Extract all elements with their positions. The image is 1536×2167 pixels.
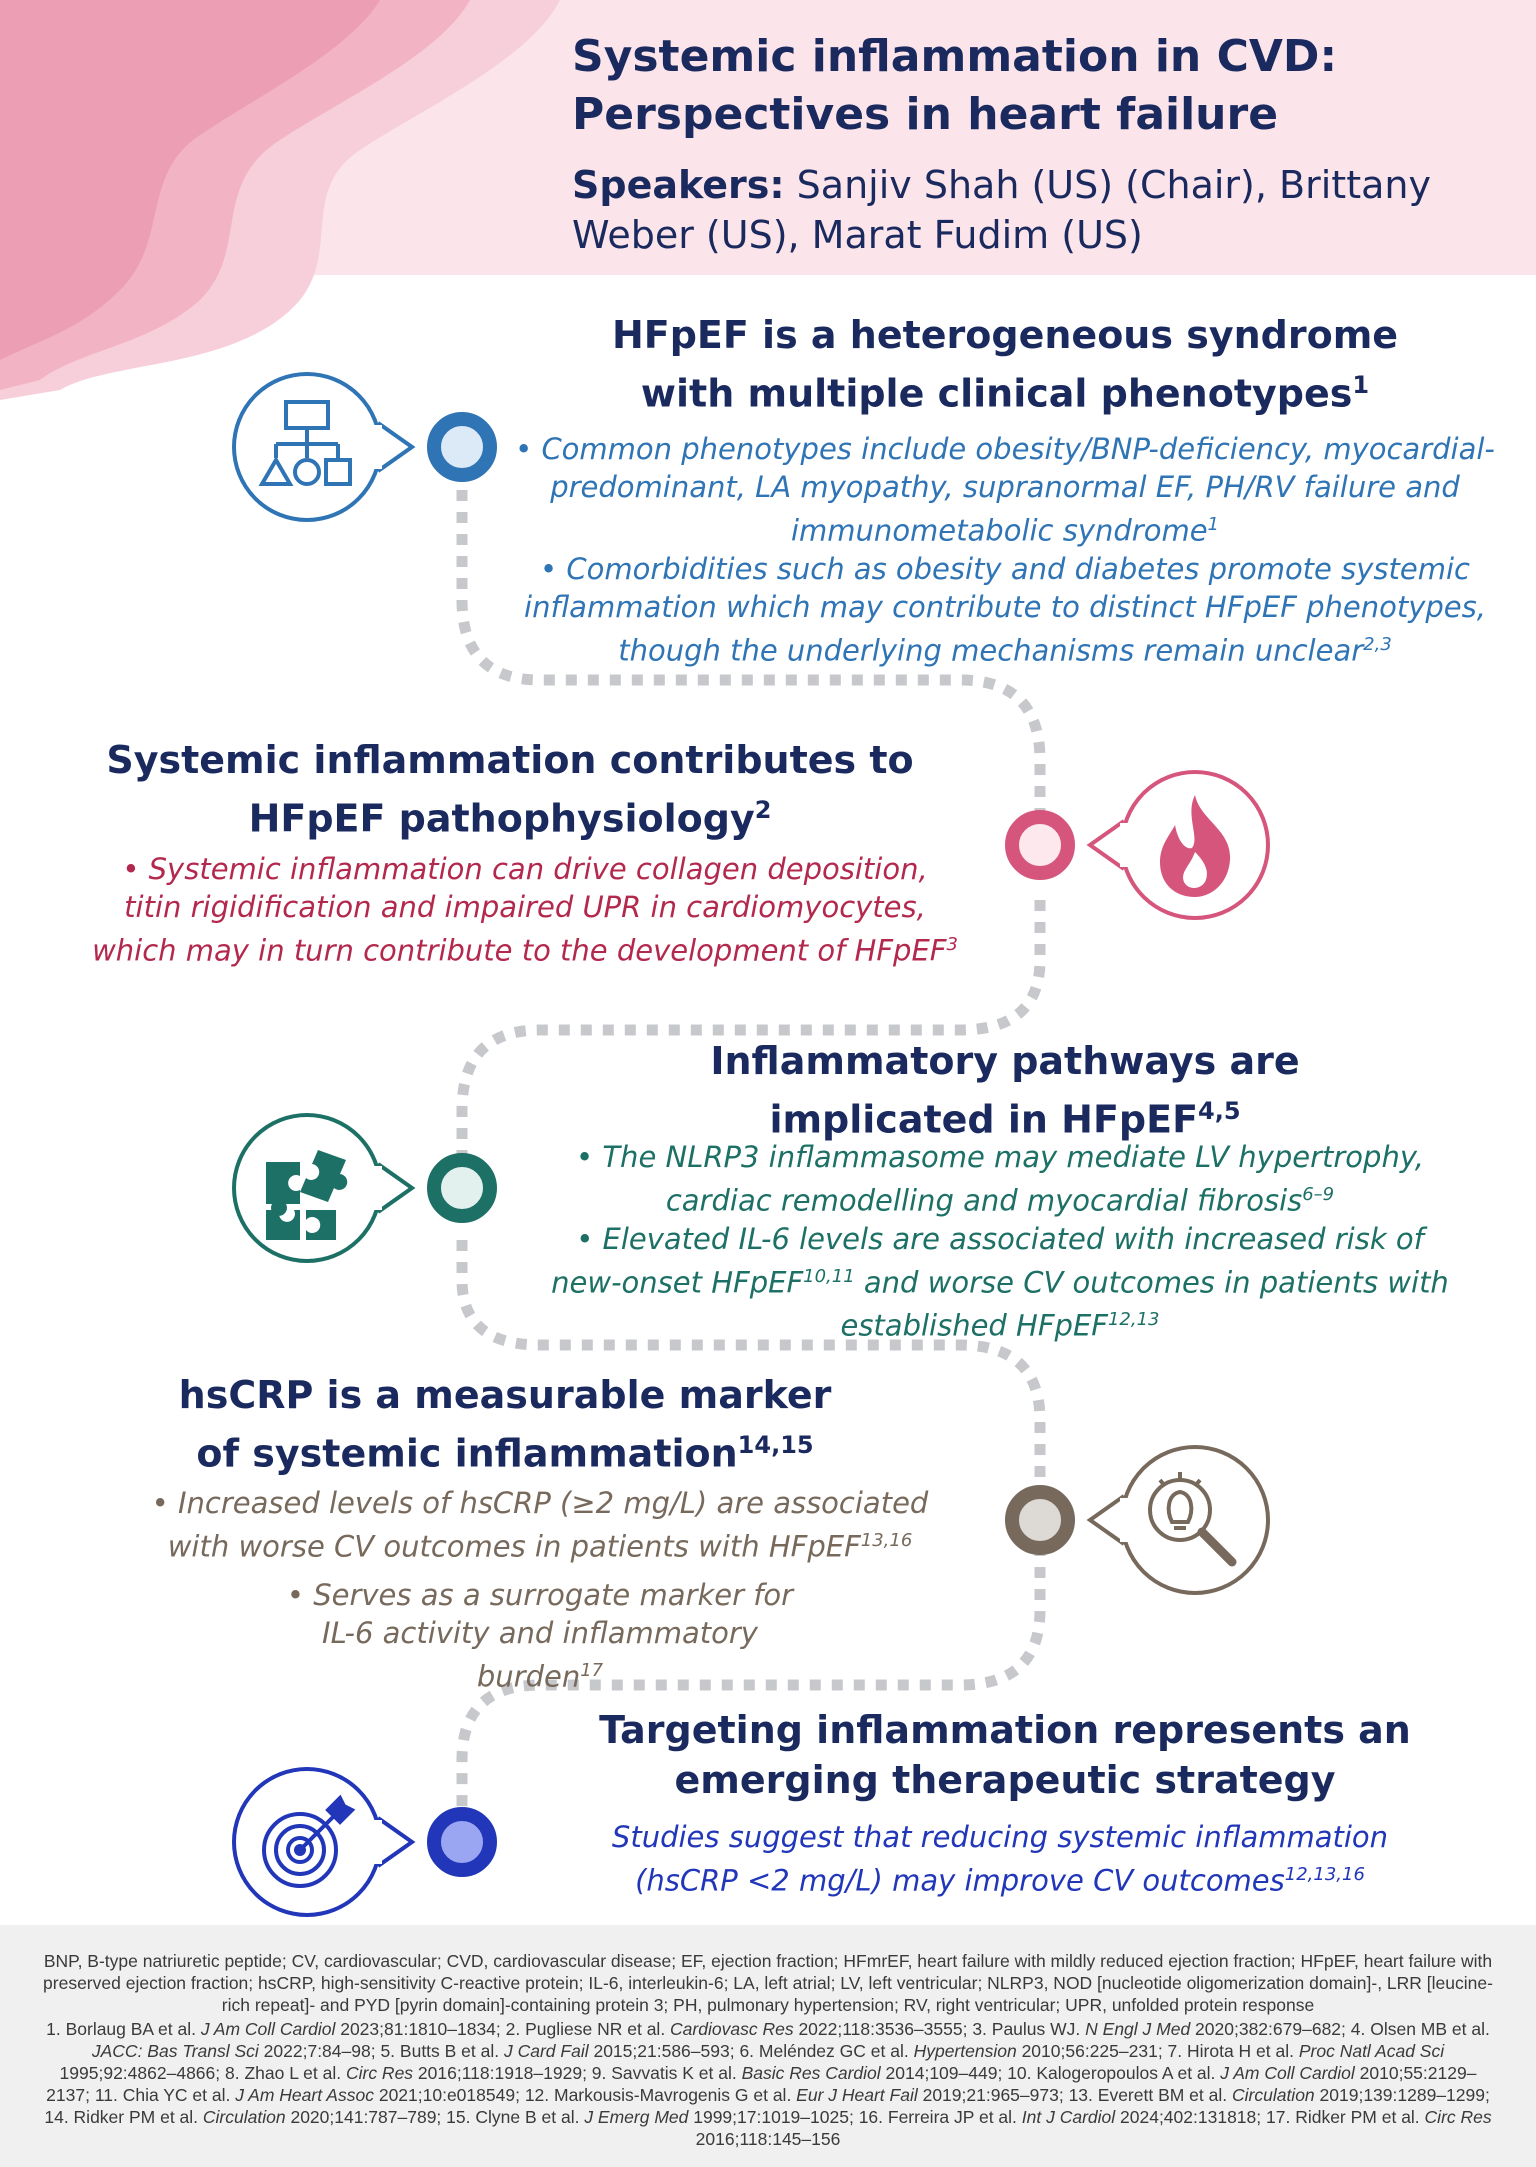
timeline-node-3 <box>427 1153 497 1223</box>
reference-item: 11. Chia YC et al. J Am Heart Assoc 2021… <box>94 2085 525 2105</box>
timeline-node-4 <box>1005 1485 1075 1555</box>
reference-item: 1. Borlaug BA et al. J Am Coll Cardiol 2… <box>46 2019 506 2039</box>
reference-item: 4. Olsen MB et al. JACC: Bas Transl Sci … <box>91 2019 1490 2061</box>
section-title: Systemic inflammation contributes to HFp… <box>106 738 914 841</box>
section-5-body: Studies suggest that reducing systemic i… <box>611 1820 1389 1898</box>
lightbulb-magnifier-icon <box>1086 1445 1270 1595</box>
reference-item: 8. Zhao L et al. Circ Res 2016;118:1918–… <box>225 2063 592 2083</box>
page-title: Systemic inflammation in CVD: Perspectiv… <box>572 28 1472 144</box>
section-heterogeneous-syndrome: HFpEF is a heterogeneous syndrome with m… <box>560 310 1450 419</box>
puzzle-pieces-icon <box>232 1113 416 1263</box>
list-item: Elevated IL-6 levels are associated with… <box>540 1220 1460 1345</box>
list-item: The NLRP3 inflammasome may mediate LV hy… <box>540 1138 1460 1220</box>
list-item: Comorbidities such as obesity and diabet… <box>510 550 1500 670</box>
reference-item: 2. Pugliese NR et al. Cardiovasc Res 202… <box>505 2019 973 2039</box>
speakers: Speakers: Sanjiv Shah (US) (Chair), Brit… <box>572 160 1472 260</box>
timeline-path-1 <box>456 490 1046 845</box>
footer-references: 1. Borlaug BA et al. J Am Coll Cardiol 2… <box>38 2018 1498 2150</box>
section-hscrp-marker: hsCRP is a measurable marker of systemic… <box>60 1370 950 1479</box>
reference-item: 7. Hirota H et al. Proc Natl Acad Sci 19… <box>59 2041 1445 2083</box>
title-line-1: Systemic inflammation in CVD: <box>572 31 1338 82</box>
section-title: Inflammatory pathways are implicated in … <box>710 1039 1300 1142</box>
list-item: Increased levels of hsCRP (≥2 mg/L) are … <box>140 1484 940 1566</box>
reference-item: 12. Markousis-Mavrogenis G et al. Eur J … <box>524 2085 1069 2105</box>
decorative-wave <box>0 0 560 400</box>
reference-item: 15. Clyne B et al. J Emerg Med 1999;17:1… <box>446 2107 859 2127</box>
footer <box>0 1925 1536 2167</box>
section-inflammatory-pathways: Inflammatory pathways are implicated in … <box>560 1036 1450 1145</box>
reference-item: 9. Savvatis K et al. Basic Res Cardiol 2… <box>591 2063 1008 2083</box>
reference-item: 6. Meléndez GC et al. Hypertension 2010;… <box>739 2041 1168 2061</box>
reference-item: 5. Butts B et al. J Card Fail 2015;21:58… <box>380 2041 740 2061</box>
section-4-bullets: Increased levels of hsCRP (≥2 mg/L) are … <box>140 1484 940 1695</box>
section-title: HFpEF is a heterogeneous syndrome with m… <box>611 313 1399 416</box>
reference-item: 3. Paulus WJ. N Engl J Med 2020;382:679–… <box>972 2019 1351 2039</box>
section-title: hsCRP is a measurable marker of systemic… <box>178 1373 832 1476</box>
reference-item: 13. Everett BM et al. Circulation 2019;1… <box>1068 2085 1490 2105</box>
target-arrow-icon <box>232 1767 416 1917</box>
speakers-label: Speakers: <box>572 163 785 207</box>
list-item: Common phenotypes include obesity/BNP-de… <box>510 430 1500 550</box>
speakers-list: Sanjiv Shah (US) (Chair), Brittany Weber… <box>572 163 1431 257</box>
timeline-node-2 <box>1005 810 1075 880</box>
timeline-node-5 <box>427 1807 497 1877</box>
footer-abbreviations: BNP, B-type natriuretic peptide; CV, car… <box>43 1951 1493 2015</box>
hierarchy-shapes-icon <box>232 304 456 522</box>
timeline-path-3 <box>456 1240 1046 1500</box>
reference-item: 16. Ferreira JP et al. Int J Cardiol 202… <box>858 2107 1266 2127</box>
reference-item: 17. Ridker PM et al. Circ Res 2016;118:1… <box>695 2107 1492 2149</box>
reference-item: 14. Ridker PM et al. Circulation 2020;14… <box>44 2107 447 2127</box>
section-3-bullets: The NLRP3 inflammasome may mediate LV hy… <box>540 1138 1460 1345</box>
list-item: Serves as a surrogate marker for IL-6 ac… <box>140 1576 940 1696</box>
section-systemic-inflammation: Systemic inflammation contributes to HFp… <box>60 735 960 844</box>
section-2-bullets: Systemic inflammation can drive collagen… <box>90 850 960 970</box>
flame-icon <box>1086 770 1270 920</box>
section-targeting-inflammation: Targeting inflammation represents an eme… <box>560 1705 1450 1805</box>
section-1-bullets: Common phenotypes include obesity/BNP-de… <box>510 430 1500 669</box>
title-line-2: Perspectives in heart failure <box>572 89 1279 140</box>
timeline-path-2 <box>456 900 1046 1190</box>
timeline-node-1 <box>427 412 497 482</box>
list-item: Systemic inflammation can drive collagen… <box>90 850 960 970</box>
reference-item: 10. Kalogeropoulos A et al. J Am Coll Ca… <box>46 2063 1477 2105</box>
section-title: Targeting inflammation represents an eme… <box>599 1708 1411 1802</box>
